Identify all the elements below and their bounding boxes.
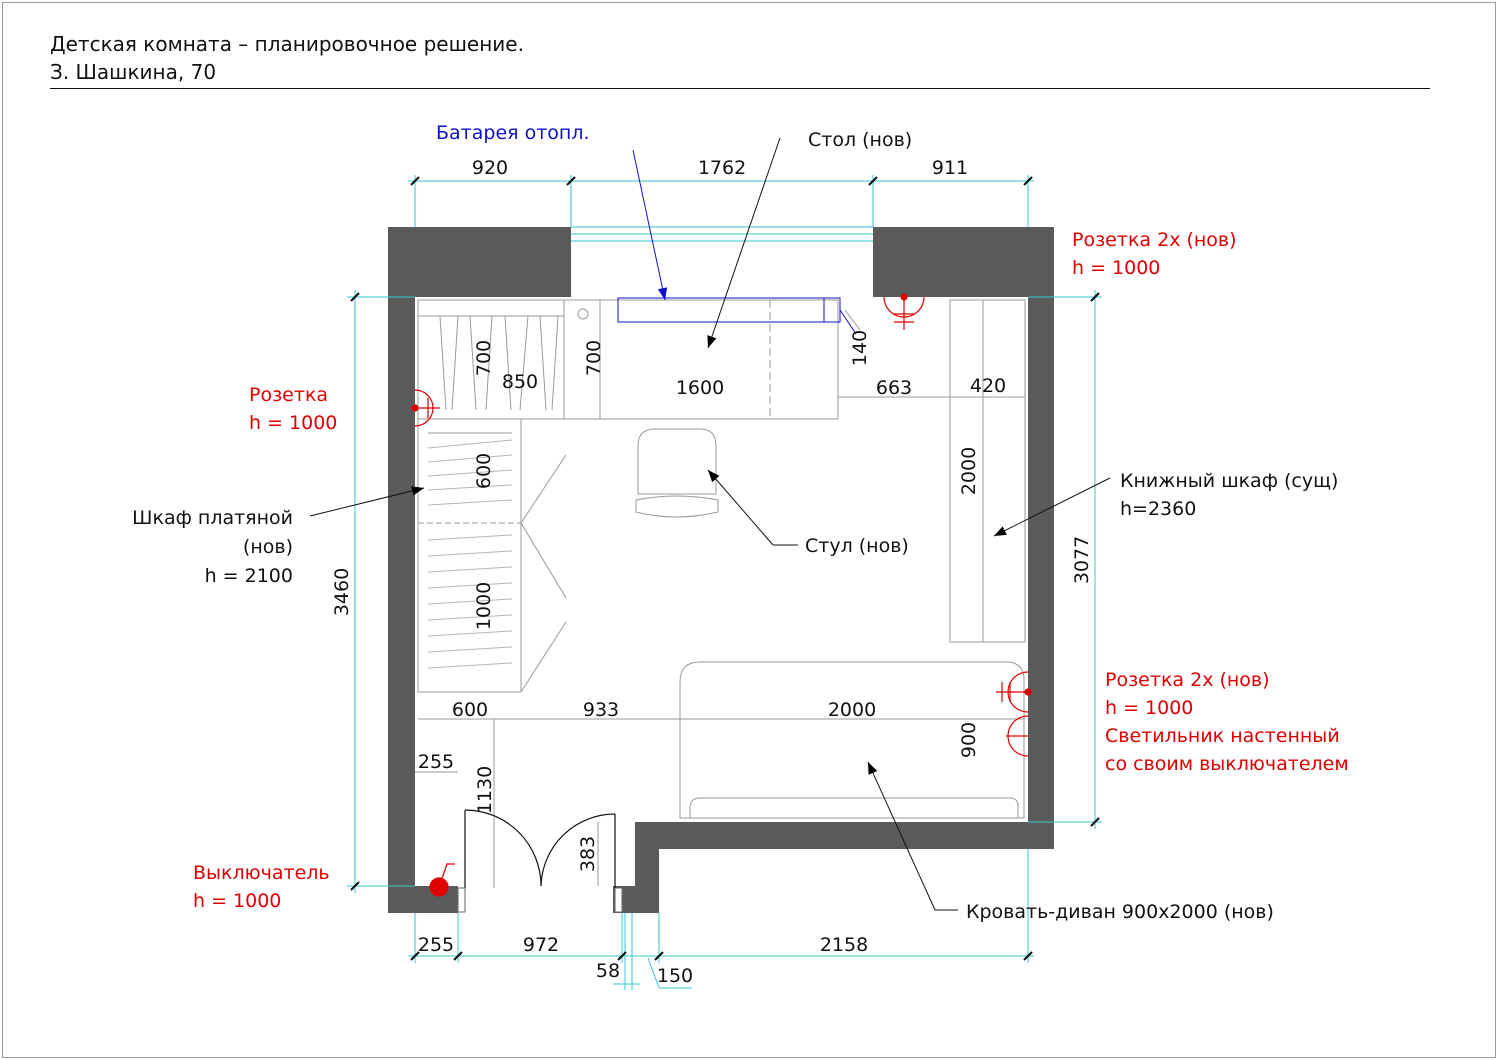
dim-top-1762: 1762	[698, 157, 746, 179]
socket-2x-top-icon	[883, 293, 925, 330]
label-socket-2x-top-1: Розетка 2х (нов)	[1072, 229, 1237, 251]
dim-bed-900: 900	[958, 722, 980, 758]
door-jamb-left	[457, 887, 466, 913]
radiator-leader	[632, 149, 668, 301]
window	[571, 226, 873, 242]
header-rule	[50, 88, 1430, 89]
drawing-address: З. Шашкина, 70	[50, 60, 217, 84]
label-socket-left-1: Розетка	[249, 384, 328, 406]
leaders	[309, 137, 1111, 911]
dim-bot-2158: 2158	[820, 934, 868, 956]
furniture	[415, 299, 1026, 888]
dim-wardrobe-850: 850	[502, 371, 538, 393]
wall-light-icon	[1006, 715, 1029, 757]
wall-right	[1028, 227, 1054, 849]
dim-row-600: 600	[452, 699, 488, 721]
dim-top-920: 920	[472, 157, 508, 179]
switch-icon	[429, 863, 455, 897]
bookcase	[949, 299, 1026, 643]
label-socket-2x-top-2: h = 1000	[1072, 257, 1160, 279]
door	[464, 809, 616, 888]
dim-row-2000: 2000	[828, 699, 876, 721]
sockets	[411, 293, 1032, 897]
label-socket-right-4: со своим выключателем	[1105, 753, 1349, 775]
label-bed: Кровать-диван 900х2000 (нов)	[966, 901, 1274, 923]
bed	[679, 661, 1025, 819]
dim-bookcase-420: 420	[970, 375, 1006, 397]
dim-desk-700: 700	[583, 340, 605, 376]
dim-closet-600: 600	[473, 453, 495, 489]
dim-gap-663: 663	[876, 377, 912, 399]
door-arc-right	[540, 813, 616, 887]
chair-seat	[637, 428, 717, 495]
dim-bot-150: 150	[657, 965, 693, 987]
socket-2x-right-icon	[996, 671, 1032, 713]
dim-wardrobe-700: 700	[473, 340, 495, 376]
dimension-ticks	[350, 176, 1100, 961]
dim-gap-140: 140	[849, 330, 871, 366]
dim-bot-255: 255	[418, 934, 454, 956]
desk	[563, 299, 839, 420]
label-socket-right-1: Розетка 2х (нов)	[1105, 669, 1270, 691]
label-switch-1: Выключатель	[193, 862, 330, 884]
chair-back	[635, 495, 719, 518]
desk-lamp	[577, 308, 589, 320]
walls	[388, 227, 1054, 913]
dim-closet-1000: 1000	[473, 582, 495, 630]
dimension-lines	[347, 175, 1102, 990]
wardrobe-side	[417, 418, 522, 693]
wall-top-right	[873, 227, 1054, 297]
label-wardrobe-3: h = 2100	[205, 565, 293, 587]
dimension-texts: 920 1762 911 3460 3077 255 972 2158 58 1…	[331, 157, 1093, 987]
label-wardrobe-2: (нов)	[243, 536, 293, 558]
door-jamb-right	[614, 887, 623, 913]
label-bookcase-2: h=2360	[1120, 498, 1196, 520]
dim-door-383: 383	[577, 836, 599, 872]
dim-door-1130: 1130	[474, 766, 496, 814]
dim-left-3460: 3460	[331, 568, 353, 616]
label-wardrobe-1: Шкаф платяной	[132, 507, 293, 529]
dim-bot-972: 972	[523, 934, 559, 956]
label-chair: Стул (нов)	[805, 535, 909, 557]
socket-left-icon	[411, 389, 440, 427]
label-socket-right-3: Светильник настенный	[1105, 725, 1340, 747]
label-socket-right-2: h = 1000	[1105, 697, 1193, 719]
annotations: Батарея отопл. Стол (нов) Розетка 2х (но…	[132, 122, 1349, 923]
drawing-title: Детская комната – планировочное решение.	[50, 32, 524, 56]
dim-bot-58: 58	[596, 960, 620, 982]
label-socket-left-2: h = 1000	[249, 412, 337, 434]
dim-desk-1600: 1600	[676, 377, 724, 399]
radiator	[617, 297, 841, 323]
wall-left	[388, 227, 415, 913]
door-arc-left	[464, 809, 542, 887]
dim-top-911: 911	[932, 157, 968, 179]
label-switch-2: h = 1000	[193, 890, 281, 912]
wall-top-left	[388, 227, 571, 297]
dim-right-3077: 3077	[1071, 536, 1093, 584]
dim-row-933: 933	[583, 699, 619, 721]
label-radiator: Батарея отопл.	[436, 122, 590, 144]
wall-bottom-right	[635, 822, 1054, 849]
dim-bookcase-2000: 2000	[958, 447, 980, 495]
dim-door-255: 255	[418, 751, 454, 773]
label-bookcase-1: Книжный шкаф (сущ)	[1120, 470, 1338, 492]
label-desk: Стол (нов)	[808, 129, 912, 151]
